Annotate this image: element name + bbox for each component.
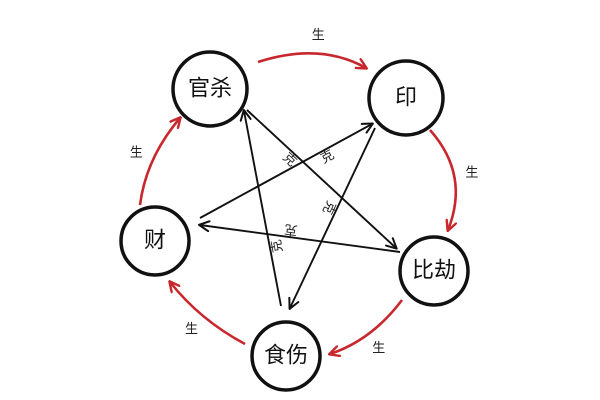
control-label-guansha-to-bijie: 克 bbox=[279, 150, 299, 170]
node-cai: 财 bbox=[119, 205, 191, 277]
node-label-bijie: 比劫 bbox=[412, 259, 456, 284]
node-guansha: 官杀 bbox=[171, 50, 249, 128]
node-label-cai: 财 bbox=[144, 229, 166, 254]
node-circle-bijie bbox=[398, 235, 470, 307]
node-circle-yin bbox=[367, 59, 445, 137]
node-label-guansha: 官杀 bbox=[188, 77, 232, 102]
control-label-bijie-to-cai: 克 bbox=[284, 221, 299, 238]
control-arrow-bijie-to-cai bbox=[198, 220, 401, 253]
control-arrow-guansha-to-bijie bbox=[246, 109, 398, 250]
node-bijie: 比劫 bbox=[398, 235, 470, 307]
node-shishang: 食伤 bbox=[250, 320, 322, 392]
generate-label-guansha-to-yin: 生 bbox=[312, 28, 325, 43]
control-arrow-yin-to-shishang bbox=[288, 127, 376, 310]
control-arrow-cai-to-yin bbox=[199, 122, 374, 219]
generate-arrow-yin-to-bijie bbox=[429, 129, 456, 230]
generate-label-yin-to-bijie: 生 bbox=[465, 165, 478, 180]
control-label-shishang-to-guansha: 克 bbox=[269, 238, 286, 254]
node-circle-shishang bbox=[250, 320, 322, 392]
generate-arrow-bijie-to-shishang bbox=[330, 299, 404, 354]
generate-label-cai-to-guansha: 生 bbox=[130, 145, 143, 160]
generate-label-shishang-to-cai: 生 bbox=[185, 322, 198, 337]
generate-arrow-cai-to-guansha bbox=[138, 118, 180, 206]
node-label-yin: 印 bbox=[395, 86, 417, 111]
generate-arrow-guansha-to-yin bbox=[257, 52, 366, 68]
node-label-shishang: 食伤 bbox=[264, 344, 308, 369]
control-label-yin-to-shishang: 克 bbox=[319, 198, 338, 216]
node-circle-guansha bbox=[171, 50, 249, 128]
control-label-cai-to-yin: 克 bbox=[318, 148, 337, 167]
control-arrow-shishang-to-guansha bbox=[239, 109, 282, 307]
node-yin: 印 bbox=[367, 59, 445, 137]
generate-arrow-shishang-to-cai bbox=[170, 282, 246, 346]
node-circle-cai bbox=[119, 205, 191, 277]
generate-label-bijie-to-shishang: 生 bbox=[372, 341, 385, 356]
